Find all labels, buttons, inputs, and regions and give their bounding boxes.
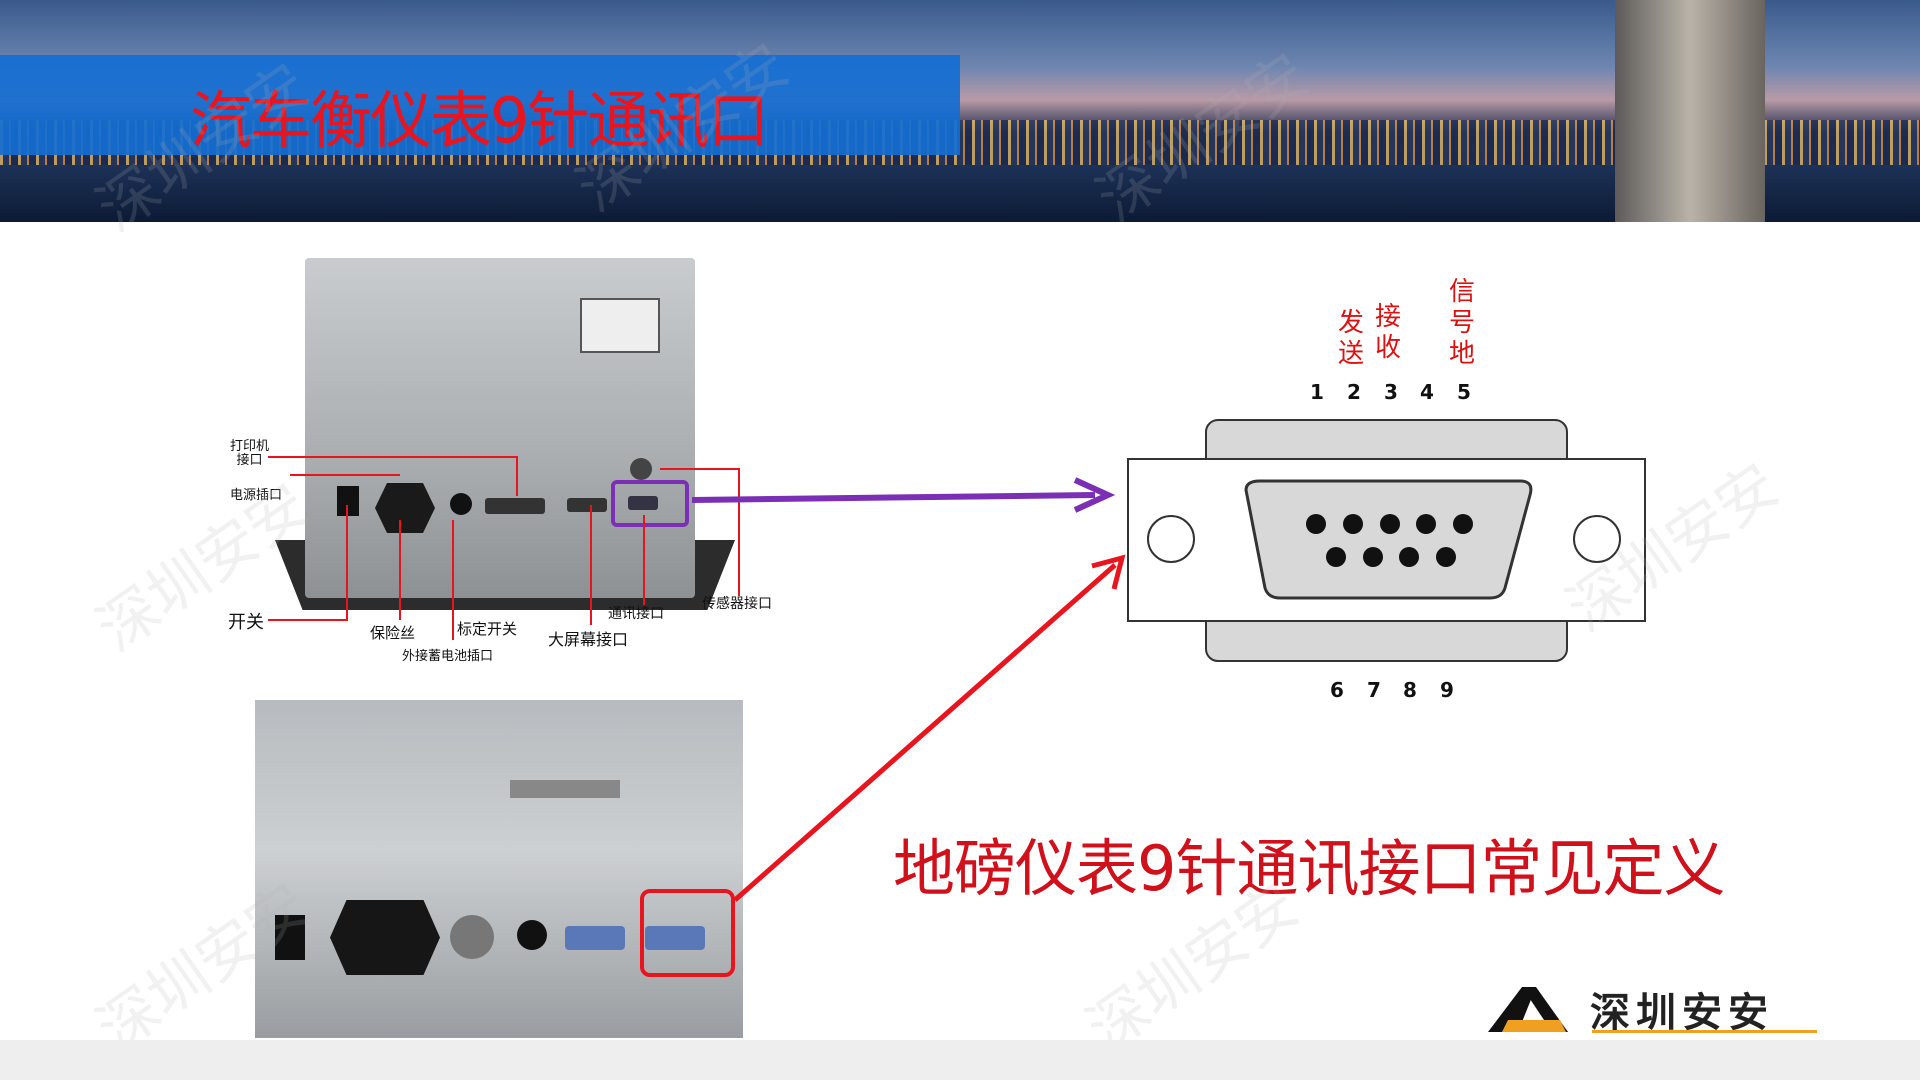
- logo-text: 深圳安安: [1590, 990, 1774, 1036]
- model-label: [510, 780, 620, 798]
- pin-1: [1306, 514, 1326, 534]
- label-signal-ground: 信 号 地: [1449, 277, 1476, 369]
- pin-number: 7: [1367, 678, 1381, 702]
- skyscraper: [1615, 0, 1765, 222]
- pin-number: 2: [1347, 380, 1361, 404]
- pin-number: 4: [1420, 380, 1434, 404]
- mount-hole-left: [1147, 515, 1195, 563]
- leader-line: [346, 505, 348, 621]
- label-sensor-port: 传感器接口: [702, 596, 772, 612]
- mount-hole-right: [1573, 515, 1621, 563]
- logo-underline: [1592, 1030, 1817, 1033]
- db9-connector-diagram: [1127, 419, 1646, 662]
- dc-socket: [517, 920, 547, 950]
- power-switch: [275, 915, 305, 960]
- pin-number: 6: [1330, 678, 1344, 702]
- label-comm-port: 通讯接口: [608, 606, 664, 622]
- leader-line: [516, 456, 518, 496]
- sensor-port: [630, 458, 652, 480]
- pin-6: [1326, 547, 1346, 567]
- ac-socket: [330, 900, 440, 975]
- d-sub-shell: [1244, 479, 1533, 600]
- header-banner: [0, 0, 1920, 222]
- pin-number: 3: [1384, 380, 1398, 404]
- label-power-socket: 电源插口: [230, 488, 283, 503]
- power-switch: [337, 486, 359, 516]
- label-send: 发 送: [1338, 308, 1365, 369]
- bottom-bar: [0, 1040, 1920, 1080]
- screen-port: [567, 498, 607, 512]
- leader-line: [268, 456, 518, 458]
- label-receive: 接 收: [1375, 302, 1402, 363]
- pin-4: [1416, 514, 1436, 534]
- pin-2: [1343, 514, 1363, 534]
- pin-7: [1363, 547, 1383, 567]
- comm-db9-port: [645, 926, 705, 950]
- battery-socket: [450, 493, 472, 515]
- label-printer-port: 打印机 接口: [230, 439, 270, 468]
- page-title: 汽车衡仪表9针通讯口: [190, 84, 769, 157]
- pin-5: [1453, 514, 1473, 534]
- leader-line: [452, 520, 454, 640]
- pin-number: 8: [1403, 678, 1417, 702]
- purple-arrow: [691, 492, 1096, 503]
- title-bar: [0, 55, 960, 155]
- leader-line: [738, 468, 740, 596]
- leader-line: [660, 468, 740, 470]
- comm-port-highlight-red: [640, 889, 735, 977]
- pin-9: [1436, 547, 1456, 567]
- printer-port: [485, 498, 545, 514]
- comm-port-highlight: [611, 480, 689, 527]
- fuse-socket: [375, 483, 435, 533]
- label-switch: 开关: [228, 612, 264, 633]
- leader-line: [643, 515, 645, 605]
- pin-number: 9: [1440, 678, 1454, 702]
- db9-port: [565, 926, 625, 950]
- pin-3: [1380, 514, 1400, 534]
- harbor-water: [0, 165, 1920, 222]
- red-arrowhead: [1091, 554, 1126, 590]
- indicator-rear-photo: [305, 258, 695, 598]
- leader-line: [590, 505, 592, 625]
- comm-port: [628, 496, 658, 510]
- label-fuse: 保险丝: [370, 624, 416, 642]
- red-arrow: [733, 563, 1117, 902]
- leader-line: [268, 619, 348, 621]
- logo-mark: [1488, 987, 1568, 1032]
- leader-line: [399, 520, 401, 620]
- caption: 地磅仪表9针通讯接口常见定义: [893, 832, 1725, 905]
- purple-arrowhead: [1073, 477, 1116, 513]
- label-big-screen-port: 大屏幕接口: [548, 630, 629, 649]
- warning-sticker: [580, 298, 660, 353]
- pin-number: 5: [1457, 380, 1471, 404]
- pin-8: [1399, 547, 1419, 567]
- label-battery-socket: 外接蓄电池插口: [402, 649, 494, 664]
- label-calibration-switch: 标定开关: [457, 620, 518, 638]
- indicator-bottom-photo: [255, 700, 743, 1038]
- pin-number: 1: [1310, 380, 1324, 404]
- fuse-holder: [450, 915, 494, 959]
- leader-line: [290, 474, 400, 476]
